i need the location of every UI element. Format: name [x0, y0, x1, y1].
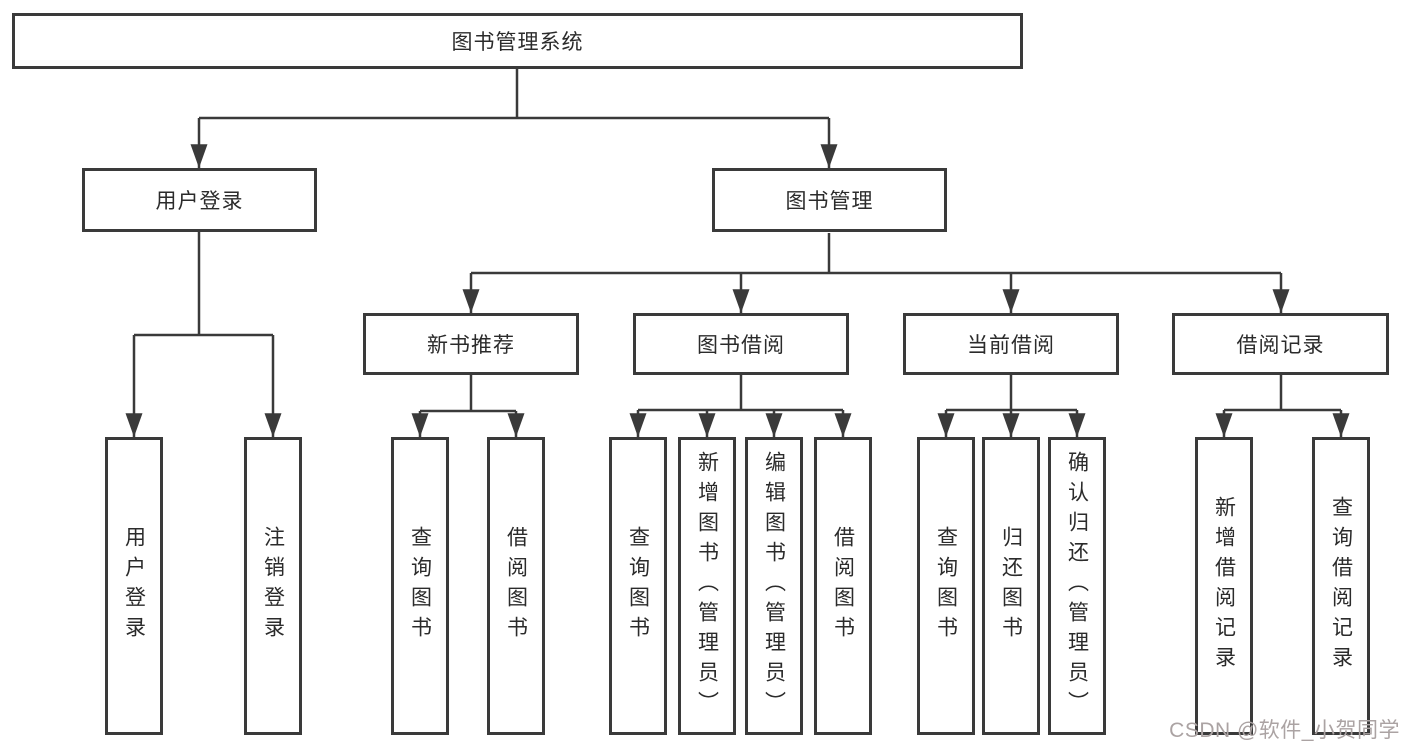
leaf-edit-book-admin: 编辑图书（管理员）: [745, 437, 803, 735]
leaf-confirm-return-admin: 确认归还（管理员）: [1048, 437, 1106, 735]
csdn-watermark: CSDN @软件_小贺同学: [1169, 719, 1400, 742]
node-book-borrow: 图书借阅: [633, 313, 849, 375]
leaf-borrow-books: 借阅图书: [814, 437, 872, 735]
leaf-user-login: 用户登录: [105, 437, 163, 735]
leaf-borrow-books-recommend: 借阅图书: [487, 437, 545, 735]
leaf-query-books-current: 查询图书: [917, 437, 975, 735]
node-borrow-records: 借阅记录: [1172, 313, 1389, 375]
node-library-management-system: 图书管理系统: [12, 13, 1023, 69]
leaf-query-books-borrow: 查询图书: [609, 437, 667, 735]
node-user-login: 用户登录: [82, 168, 317, 232]
node-new-book-recommend: 新书推荐: [363, 313, 579, 375]
leaf-return-book: 归还图书: [982, 437, 1040, 735]
node-current-borrow: 当前借阅: [903, 313, 1119, 375]
leaf-add-book-admin: 新增图书（管理员）: [678, 437, 736, 735]
leaf-add-borrow-record: 新增借阅记录: [1195, 437, 1253, 735]
leaf-query-books-recommend: 查询图书: [391, 437, 449, 735]
leaf-logout: 注销登录: [244, 437, 302, 735]
leaf-query-borrow-record: 查询借阅记录: [1312, 437, 1370, 735]
node-book-management: 图书管理: [712, 168, 947, 232]
